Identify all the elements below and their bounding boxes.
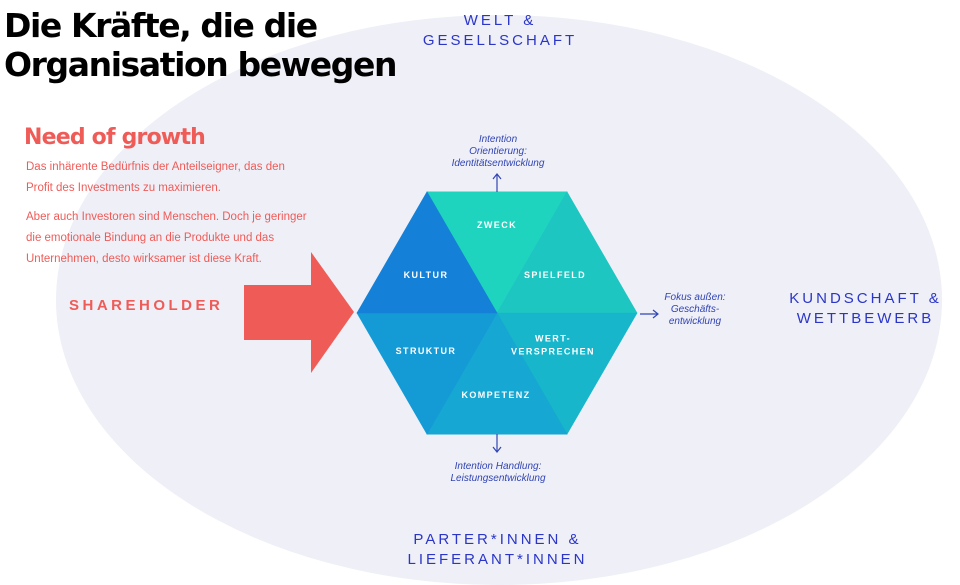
hex-label-kultur: KULTUR: [404, 270, 449, 280]
annotation-top-line: Identitätsentwicklung: [451, 158, 545, 169]
page-title: Die Kräfte, die die Organisation bewegen: [4, 6, 397, 84]
stakeholder-bottom: PARTER*INNEN & LIEFERANT*INNEN: [395, 530, 600, 570]
hex-label-line: ZWECK: [477, 220, 517, 230]
paragraph-2-line: die emotionale Bindung an die Produkte u…: [26, 232, 275, 244]
paragraph-2-line: Aber auch Investoren sind Menschen. Doch…: [26, 211, 307, 223]
shareholder-force-arrow: [244, 252, 354, 373]
stakeholder-right: KUNDSCHAFT & WETTBEWERB: [778, 289, 953, 329]
hexagon: [356, 191, 638, 435]
annotation-right: Fokus außen: Geschäfts- entwicklung: [650, 292, 740, 328]
annotation-top-line: Intention: [478, 134, 518, 145]
hex-label-wertversprechen: WERT- VERSPRECHEN: [511, 334, 595, 357]
need-of-growth-paragraph-2: Aber auch Investoren sind Menschen. Doch…: [26, 207, 326, 270]
arrow-right-icon: [640, 309, 659, 319]
stakeholder-top-line: GESELLSCHAFT: [422, 32, 578, 49]
hex-label-line: KOMPETENZ: [461, 390, 530, 400]
hex-label-line: STRUKTUR: [396, 346, 457, 356]
hex-label-kompetenz: KOMPETENZ: [461, 390, 530, 400]
need-of-growth-heading: Need of growth: [24, 125, 206, 150]
hexagon-labels: ZWECK SPIELFELD WERT- VERSPRECHEN KOMPETENZ S…: [396, 220, 595, 400]
stakeholder-right-line: KUNDSCHAFT &: [789, 290, 942, 307]
paragraph-1-line: Das inhärente Bedürfnis der Anteilseigne…: [26, 161, 285, 173]
title-line-2: Organisation bewegen: [4, 45, 397, 84]
hex-label-line: WERT-: [535, 334, 571, 344]
stakeholder-right-line: WETTBEWERB: [796, 310, 935, 327]
paragraph-1-line: Profit des Investments zu maximieren.: [26, 182, 221, 194]
stakeholder-left: SHAREHOLDER: [69, 297, 224, 314]
annotation-right-line: Fokus außen:: [664, 292, 726, 303]
stakeholder-bottom-line: PARTER*INNEN &: [413, 531, 582, 548]
annotation-top-line: Orientierung:: [469, 146, 527, 157]
arrow-up-icon: [492, 173, 502, 192]
direction-arrows: [492, 173, 659, 453]
annotation-bottom: Intention Handlung: Leistungsentwicklung: [423, 461, 573, 485]
need-of-growth-paragraph-1: Das inhärente Bedürfnis der Anteilseigne…: [26, 157, 326, 199]
hex-segment-kultur: [356, 191, 498, 314]
annotation-bottom-line: Leistungsentwicklung: [450, 473, 546, 484]
hex-label-struktur: STRUKTUR: [396, 346, 457, 356]
hex-label-line: VERSPRECHEN: [511, 347, 595, 357]
paragraph-2-line: Unternehmen, desto wirksamer ist diese K…: [26, 253, 262, 265]
annotation-right-line: entwicklung: [668, 316, 722, 327]
annotation-bottom-line: Intention Handlung:: [454, 461, 542, 472]
annotation-right-line: Geschäfts-: [670, 304, 720, 315]
stakeholder-bottom-line: LIEFERANT*INNEN: [407, 551, 588, 568]
hex-label-zweck: ZWECK: [477, 220, 517, 230]
hex-label-line: KULTUR: [404, 270, 449, 280]
hex-label-spielfeld: SPIELFELD: [524, 270, 586, 280]
stakeholder-top-line: WELT &: [463, 12, 537, 29]
hex-label-line: SPIELFELD: [524, 270, 586, 280]
arrow-down-icon: [492, 434, 502, 453]
stakeholder-top: WELT & GESELLSCHAFT: [410, 11, 590, 51]
annotation-top: Intention Orientierung: Identitätsentwic…: [428, 134, 568, 170]
title-line-1: Die Kräfte, die die: [4, 6, 318, 45]
